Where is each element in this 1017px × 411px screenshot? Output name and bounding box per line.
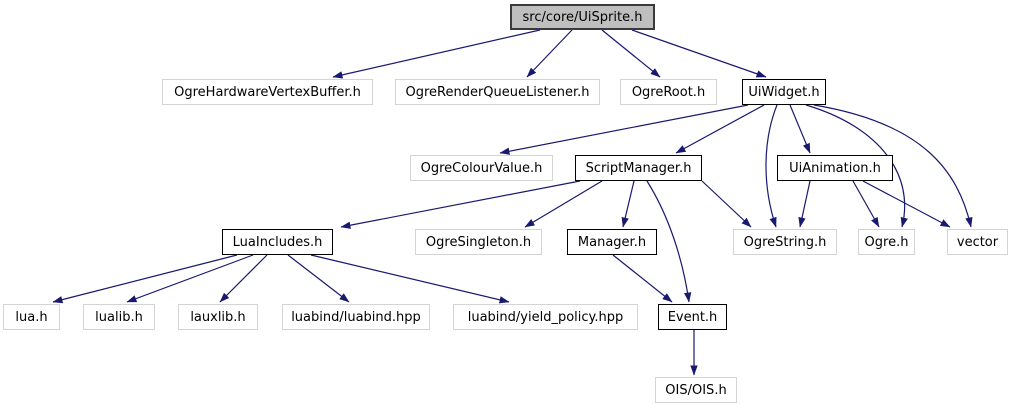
edge-uisprite-to-ogreroot bbox=[601, 29, 661, 78]
edge-uianimation-to-ogre bbox=[852, 180, 880, 228]
edge-luaincludes-to-lualib bbox=[126, 254, 254, 303]
edge-uisprite-to-uiwidget bbox=[631, 29, 767, 78]
graph-node-manager[interactable]: Manager.h bbox=[567, 229, 657, 255]
graph-node-scriptmanager[interactable]: ScriptManager.h bbox=[575, 155, 702, 181]
graph-node-label: vector bbox=[956, 234, 999, 250]
edge-uiwidget-to-ogre bbox=[805, 104, 908, 228]
graph-node-ogrecolour: OgreColourValue.h bbox=[410, 155, 553, 181]
edge-scriptmanager-to-ogrestring bbox=[701, 180, 752, 228]
graph-node-label: Ogre.h bbox=[864, 234, 909, 250]
graph-node-uianimation[interactable]: UiAnimation.h bbox=[777, 155, 893, 181]
edge-uiwidget-to-ogrecolour bbox=[499, 104, 749, 155]
graph-node-label: src/core/UiSprite.h bbox=[522, 9, 643, 25]
graph-node-label: UiWidget.h bbox=[748, 84, 820, 100]
graph-node-label: OIS/OIS.h bbox=[665, 382, 727, 398]
edge-uianimation-to-ogrestring bbox=[798, 180, 811, 228]
edge-luaincludes-to-luabind bbox=[287, 254, 350, 303]
graph-node-label: LuaIncludes.h bbox=[232, 234, 323, 250]
graph-node-luabind: luabind/luabind.hpp bbox=[282, 304, 430, 330]
graph-node-label: Manager.h bbox=[577, 234, 647, 250]
edge-uisprite-to-orql bbox=[526, 29, 573, 78]
graph-node-label: lauxlib.h bbox=[190, 309, 246, 325]
graph-node-label: UiAnimation.h bbox=[789, 160, 881, 176]
edge-uiwidget-to-vector bbox=[813, 104, 973, 228]
edge-scriptmanager-to-manager bbox=[621, 180, 635, 228]
edge-uiwidget-to-scriptmanager bbox=[675, 104, 765, 154]
graph-node-ogresingleton: OgreSingleton.h bbox=[415, 229, 542, 255]
graph-node-orql: OgreRenderQueueListener.h bbox=[395, 79, 600, 105]
graph-node-label: OgreSingleton.h bbox=[425, 234, 532, 250]
graph-node-label: lua.h bbox=[15, 309, 48, 325]
graph-node-lua: lua.h bbox=[3, 304, 60, 330]
edge-scriptmanager-to-luaincludes bbox=[340, 180, 581, 229]
edge-manager-to-event bbox=[612, 254, 673, 303]
graph-node-luaincludes[interactable]: LuaIncludes.h bbox=[222, 229, 333, 255]
graph-node-lualib: lualib.h bbox=[83, 304, 155, 330]
edge-uiwidget-to-ogrestring bbox=[765, 104, 778, 228]
graph-node-label: lualib.h bbox=[95, 309, 143, 325]
graph-node-label: OgreRoot.h bbox=[631, 84, 706, 100]
edge-luaincludes-to-lauxlib bbox=[219, 254, 268, 303]
edge-uisprite-to-ohvb bbox=[332, 29, 541, 79]
graph-node-ogre: Ogre.h bbox=[858, 229, 915, 255]
graph-node-lauxlib: lauxlib.h bbox=[178, 304, 258, 330]
edge-uianimation-to-vector bbox=[862, 180, 951, 228]
graph-node-label: luabind/yield_policy.hpp bbox=[467, 309, 624, 325]
graph-node-label: ScriptManager.h bbox=[585, 160, 692, 176]
graph-node-label: luabind/luabind.hpp bbox=[291, 309, 421, 325]
graph-node-yieldpolicy: luabind/yield_policy.hpp bbox=[453, 304, 638, 330]
graph-node-ohvb: OgreHardwareVertexBuffer.h bbox=[162, 79, 373, 105]
graph-node-label: OgreString.h bbox=[743, 234, 827, 250]
graph-node-label: Event.h bbox=[667, 309, 718, 325]
edge-uiwidget-to-uianimation bbox=[789, 104, 811, 154]
graph-node-ogreroot: OgreRoot.h bbox=[620, 79, 717, 105]
graph-node-label: OgreRenderQueueListener.h bbox=[405, 84, 590, 100]
edge-scriptmanager-to-event bbox=[646, 180, 692, 303]
graph-node-uiwidget[interactable]: UiWidget.h bbox=[742, 79, 826, 105]
edge-luaincludes-to-lua bbox=[52, 254, 238, 304]
graph-node-label: OgreHardwareVertexBuffer.h bbox=[174, 84, 361, 100]
graph-node-uisprite: src/core/UiSprite.h bbox=[510, 4, 655, 30]
edge-scriptmanager-to-ogresingleton bbox=[524, 180, 603, 228]
graph-node-ois: OIS/OIS.h bbox=[655, 377, 737, 403]
edge-luaincludes-to-yieldpolicy bbox=[310, 254, 510, 304]
graph-node-label: OgreColourValue.h bbox=[420, 160, 543, 176]
graph-node-event[interactable]: Event.h bbox=[658, 304, 727, 330]
graph-node-ogrestring: OgreString.h bbox=[733, 229, 837, 255]
graph-node-vector: vector bbox=[947, 229, 1008, 255]
